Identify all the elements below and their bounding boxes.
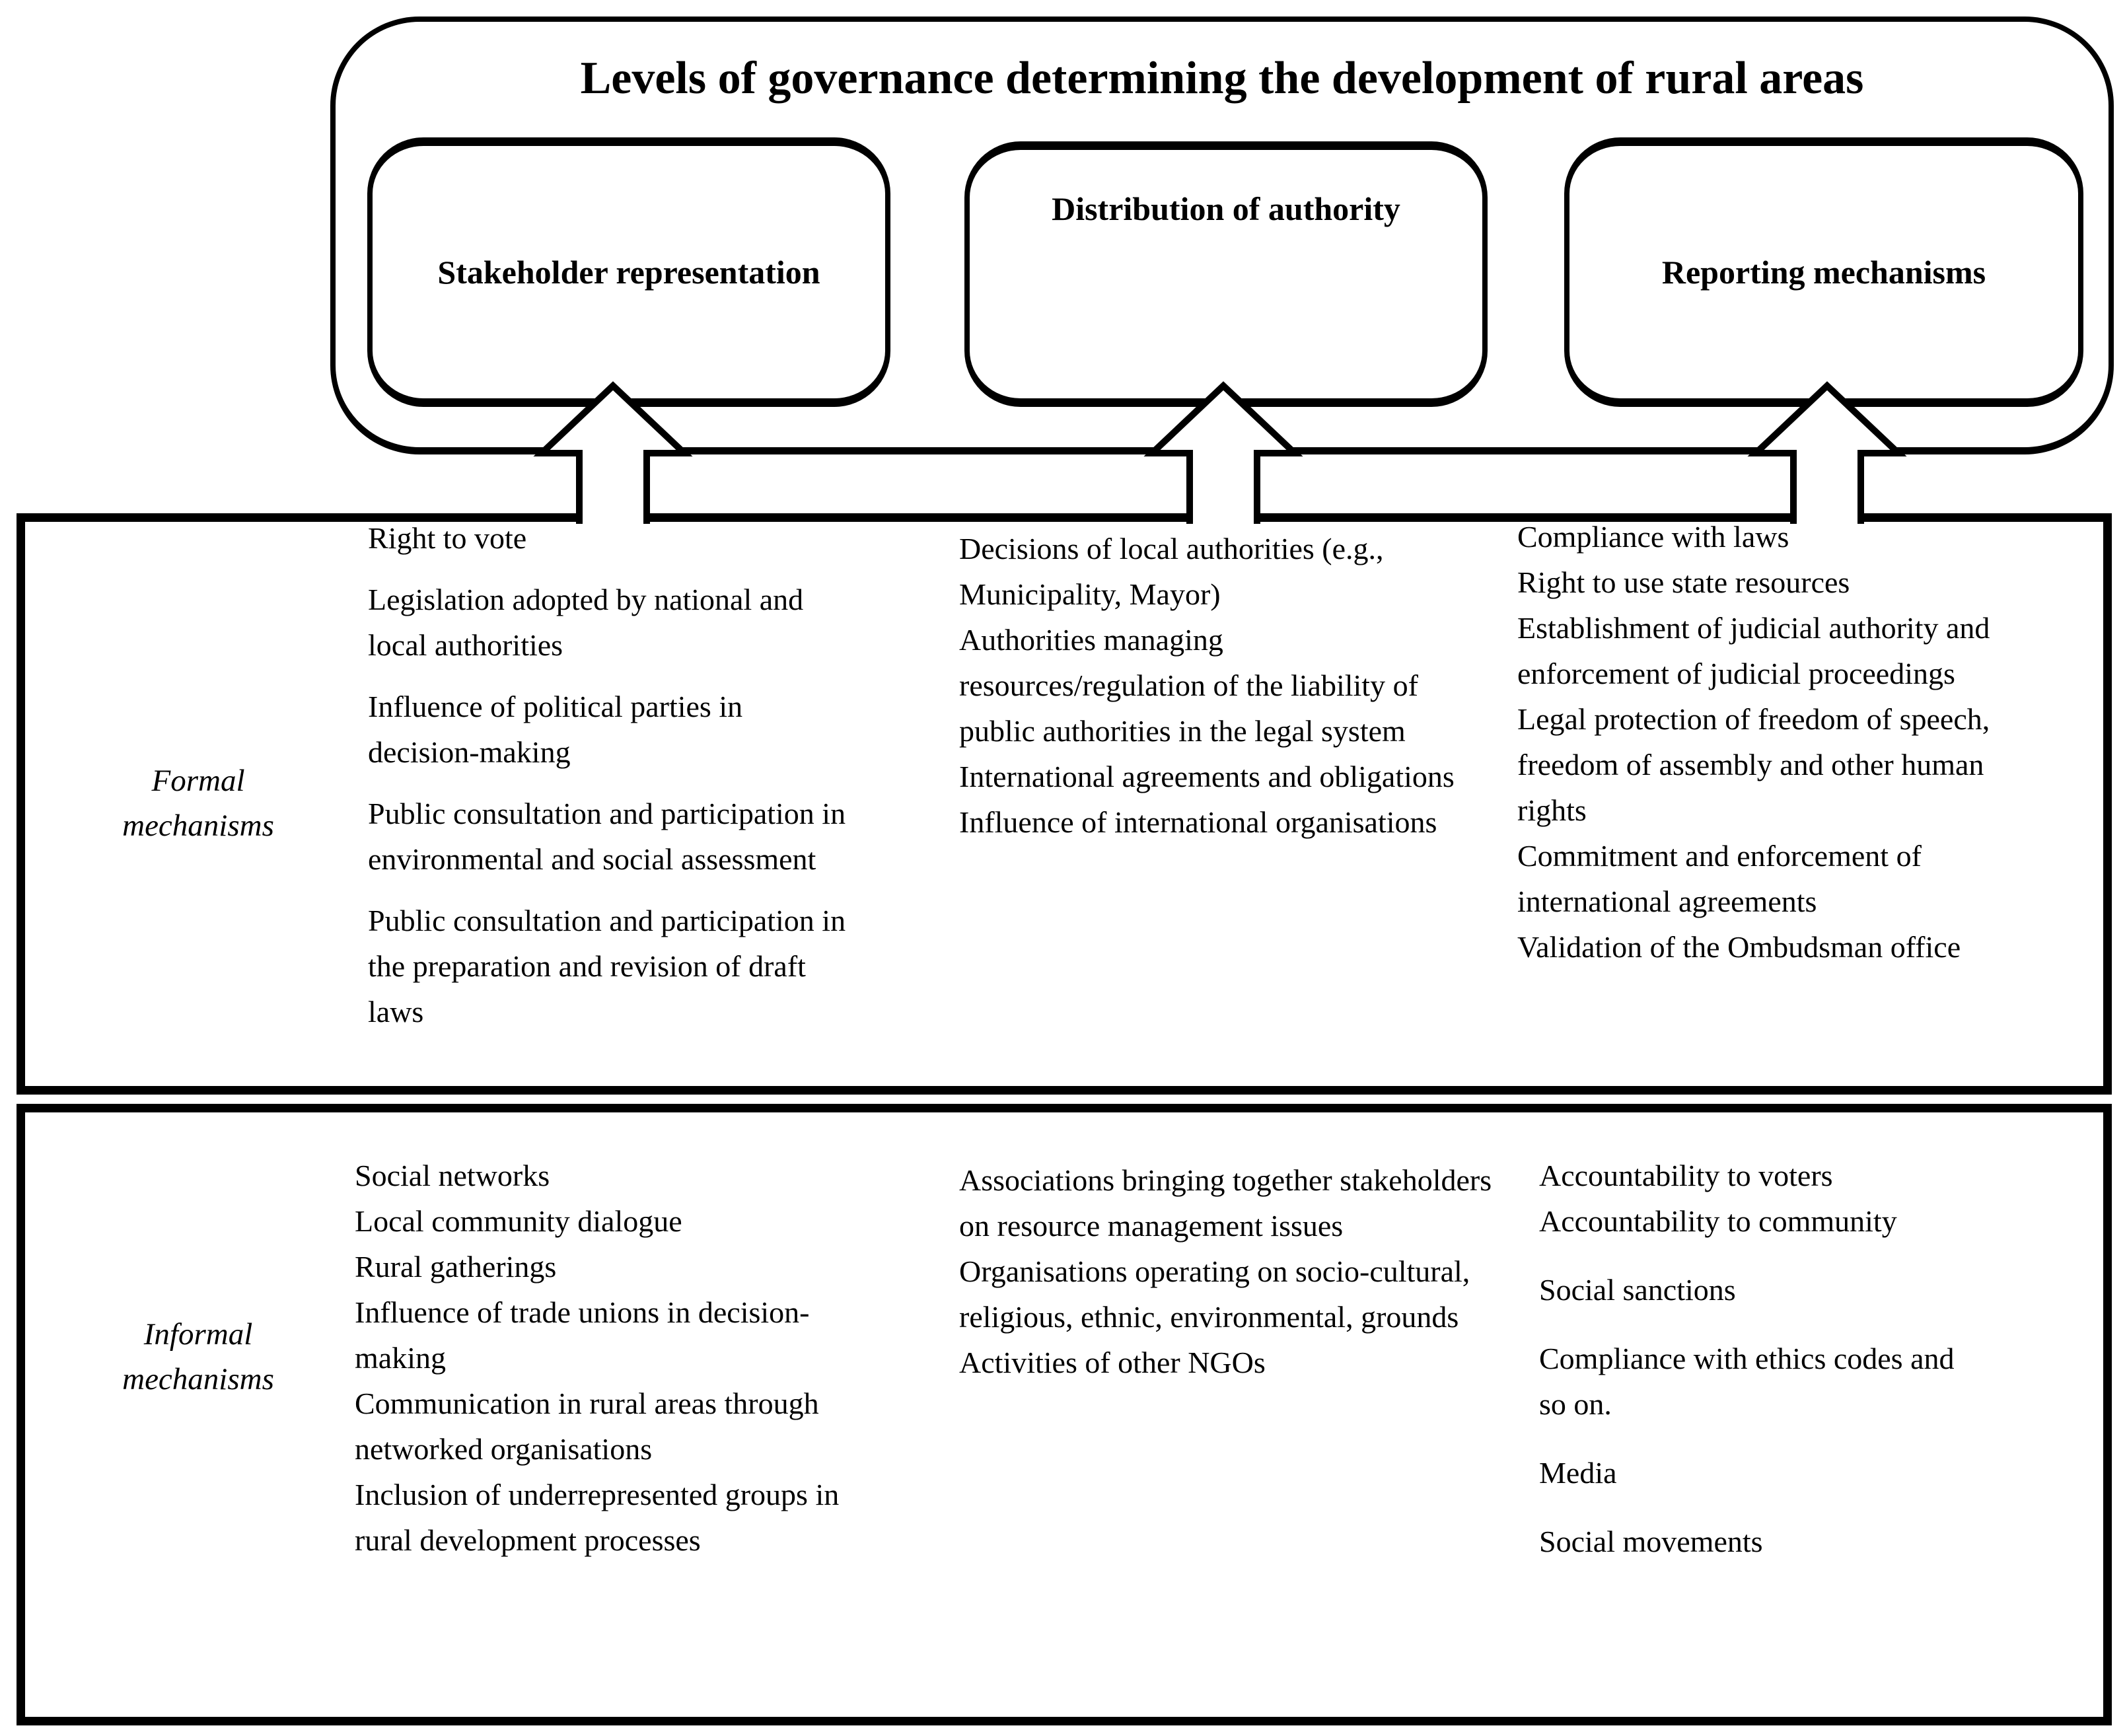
top-box-reporting-mechanisms: Reporting mechanisms xyxy=(1564,137,2083,407)
formal-mechanisms-label: Formal mechanisms xyxy=(122,764,274,844)
list-item: Decisions of local authorities (e.g., Mu… xyxy=(959,532,1384,611)
list-item: Rural gatherings xyxy=(355,1250,557,1284)
list-item: Local community dialogue xyxy=(355,1204,682,1238)
list-item: Communication in rural areas through net… xyxy=(355,1387,819,1466)
list-item: Public consultation and participation in… xyxy=(368,904,846,1029)
top-box-label: Stakeholder representation xyxy=(437,253,820,291)
list-item: Establishment of judicial authority and … xyxy=(1517,611,1990,690)
list-item: Organisations operating on socio-cultura… xyxy=(959,1254,1470,1334)
list-item: Influence of political parties in decisi… xyxy=(368,690,743,769)
item-list: Decisions of local authorities (e.g., Mu… xyxy=(959,526,1468,845)
top-box-distribution-of-authority: Distribution of authority xyxy=(964,141,1488,407)
formal-mechanisms-panel xyxy=(17,513,2112,1095)
list-item: Media xyxy=(1539,1456,1617,1490)
diagram-title: Levels of governance determining the dev… xyxy=(580,53,1864,104)
list-item: Accountability to community xyxy=(1539,1204,1897,1238)
list-item: Social sanctions xyxy=(1539,1273,1736,1307)
list-item: Social movements xyxy=(1539,1525,1763,1558)
list-item: Inclusion of underrepresented groups in … xyxy=(355,1478,840,1557)
item-list: Associations bringing together stakehold… xyxy=(959,1157,1514,1385)
list-item: Right to vote xyxy=(368,521,527,555)
list-item: Commitment and enforcement of internatio… xyxy=(1517,839,1922,918)
list-item: International agreements and obligations xyxy=(959,760,1455,793)
informal-mechanisms-panel xyxy=(17,1104,2112,1725)
list-item: Compliance with laws xyxy=(1517,520,1789,554)
list-item: Legislation adopted by national and loca… xyxy=(368,583,804,662)
top-box-stakeholder-representation: Stakeholder representation xyxy=(367,137,890,407)
list-item: Activities of other NGOs xyxy=(959,1346,1266,1379)
list-item: Social networks xyxy=(355,1159,550,1192)
list-item: Influence of trade unions in decision-ma… xyxy=(355,1295,810,1375)
informal-col-distribution-of-authority: Associations bringing together stakehold… xyxy=(959,1157,1514,1385)
list-item: Authorities managing resources/regulatio… xyxy=(959,623,1418,748)
list-item: Legal protection of freedom of speech, f… xyxy=(1517,702,1990,827)
list-item: Influence of international organisations xyxy=(959,805,1437,839)
top-box-label: Distribution of authority xyxy=(1052,190,1400,227)
list-item: Compliance with ethics codes and so on. xyxy=(1539,1342,1955,1421)
list-item: Public consultation and participation in… xyxy=(368,797,846,876)
list-item: Validation of the Ombudsman office xyxy=(1517,930,1961,964)
list-item: Right to use state resources xyxy=(1517,565,1850,599)
top-box-label: Reporting mechanisms xyxy=(1661,253,1986,291)
list-item: Accountability to voters xyxy=(1539,1159,1833,1192)
informal-mechanisms-label: Informal mechanisms xyxy=(122,1317,274,1397)
formal-col-distribution-of-authority: Decisions of local authorities (e.g., Mu… xyxy=(959,526,1468,845)
list-item: Associations bringing together stakehold… xyxy=(959,1163,1492,1243)
